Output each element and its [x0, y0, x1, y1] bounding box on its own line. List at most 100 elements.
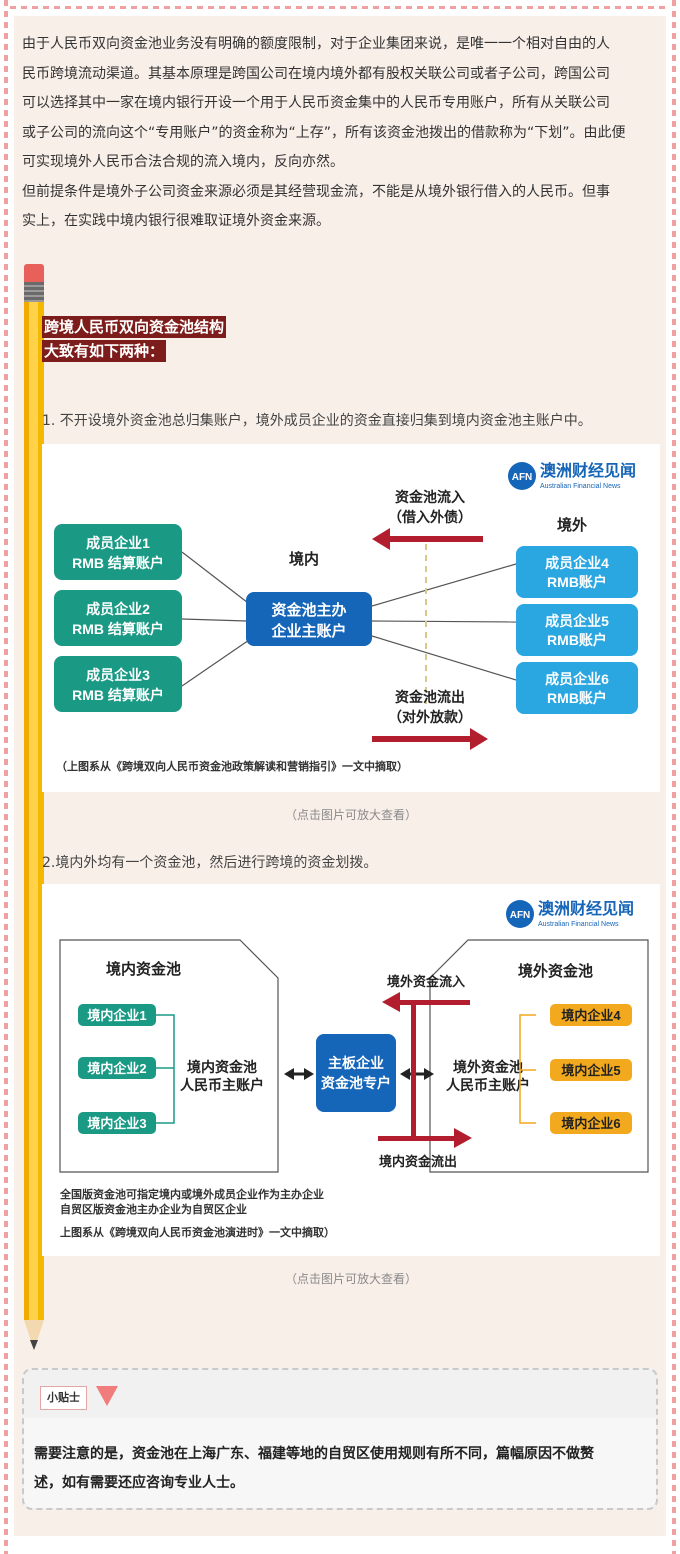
logo-subtitle: Australian Financial News — [538, 921, 619, 928]
overseas-member-5 — [550, 1059, 632, 1081]
inflow-arrow-shaft — [387, 536, 483, 542]
top-border — [10, 6, 670, 9]
inflow-sublabel: （借入外债） — [388, 509, 472, 525]
tip-tag: 小贴士 — [40, 1386, 87, 1410]
member-box-6-name: 成员企业6 — [545, 671, 609, 687]
inflow-arrow-icon — [372, 528, 390, 550]
pencil-eraser — [24, 264, 44, 282]
overseas-member-4 — [550, 1004, 632, 1026]
connector-line — [371, 563, 517, 607]
diagram-1-source: （上图系从《跨境双向人民币资金池政策解读和营销指引》一文中摘取） — [56, 759, 408, 773]
afn-logo-icon — [508, 462, 536, 490]
connector-line — [371, 620, 517, 623]
member-box-3 — [54, 656, 182, 712]
flow-vertical-bar — [411, 1000, 416, 1140]
domestic-member-1-label: 境内企业1 — [87, 1008, 146, 1023]
member-box-1 — [54, 524, 182, 580]
connector-line — [371, 635, 517, 681]
member-box-1-account: RMB 结算账户 — [72, 555, 164, 571]
member-box-6-account: RMB账户 — [547, 690, 607, 706]
member-box-5-account: RMB账户 — [547, 632, 607, 648]
tip-text: 需要注意的是，资金池在上海广东、福建等地的自贸区使用规则有所不同，篇幅原因不做赘… — [34, 1440, 650, 1498]
intro-line: 可实现境外人民币合法合规的流入境内，反向亦然。 — [22, 154, 344, 170]
member-box-1-name: 成员企业1 — [86, 535, 150, 551]
left-border — [4, 0, 8, 1554]
overseas-member-4-label: 境内企业4 — [561, 1008, 621, 1023]
connector-line — [181, 618, 248, 622]
image-caption-1: （点击图片可放大查看） — [284, 808, 417, 822]
domestic-member-1 — [78, 1004, 156, 1026]
tip-line: 需要注意的是，资金池在上海广东、福建等地的自贸区使用规则有所不同，篇幅原因不做赘 — [34, 1446, 594, 1462]
member-box-2 — [54, 590, 182, 646]
domestic-pool-title: 境内资金池 — [106, 960, 181, 978]
outflow-arrow-icon — [454, 1128, 472, 1148]
connector-line — [181, 551, 253, 607]
member-box-5 — [516, 604, 638, 656]
outflow-sublabel: （对外放款） — [388, 709, 472, 725]
inflow-arrow-shaft — [398, 1000, 470, 1005]
member-box-4-name: 成员企业4 — [545, 555, 609, 571]
overseas-member-5-label: 境内企业5 — [561, 1063, 620, 1078]
center-account-line2: 企业主账户 — [270, 622, 346, 640]
overseas-member-6-label: 境内企业6 — [561, 1116, 620, 1131]
connector-line — [181, 637, 253, 687]
overseas-member-6 — [550, 1112, 632, 1134]
pencil-lead — [30, 1340, 38, 1350]
member-box-2-account: RMB 结算账户 — [72, 621, 164, 637]
domestic-member-3-label: 境内企业3 — [87, 1116, 146, 1131]
structure-item-1: 1. 不开设境外资金池总归集账户，境外成员企业的资金直接归集到境内资金池主账户中… — [42, 413, 592, 429]
overseas-bracket — [519, 1014, 536, 1124]
section-heading: 跨境人民币双向资金池结构 — [42, 316, 227, 338]
right-border — [672, 0, 676, 1554]
overseas-label: 境外 — [557, 516, 587, 534]
member-box-3-account: RMB 结算账户 — [72, 687, 164, 703]
domestic-account-line1: 境内资金池 — [187, 1059, 257, 1075]
domestic-bracket — [156, 1014, 175, 1124]
center-account-line1: 资金池主办 — [271, 601, 346, 619]
intro-line: 或子公司的流向这个“专用账户”的资金称为“上存”，所有该资金池拨出的借款称为“下… — [22, 124, 626, 141]
diagram-1[interactable]: AFN 澳洲财经见闻 Australian Financial News 资金池… — [42, 444, 660, 792]
intro-line: 民币跨境流动渠道。其基本原理是跨国公司在境内境外都有股权关联公司或者子公司，跨国… — [22, 65, 610, 82]
diagram-2[interactable]: AFN 澳洲财经见闻 Australian Financial News 境内资… — [42, 884, 660, 1256]
inflow-label: 资金池流入 — [395, 489, 465, 505]
pencil-band — [24, 282, 44, 302]
tip-box-body — [24, 1418, 656, 1508]
image-caption-2: （点击图片可放大查看） — [284, 1272, 417, 1286]
outflow-label: 资金池流出 — [395, 689, 465, 705]
pencil-tip — [24, 1320, 44, 1350]
intro-line: 可以选择其中一家在境内银行开设一个用于人民币资金集中的人民币专用账户，所有从关联… — [22, 95, 610, 111]
overseas-account-line1: 境外资金池 — [453, 1059, 523, 1075]
tip-tag-triangle-icon — [96, 1386, 118, 1406]
intro-line: 实上，在实践中境内银行很难取证境外资金来源。 — [22, 213, 330, 229]
domestic-outflow-label: 境内资金流出 — [379, 1154, 457, 1169]
outflow-arrow-icon — [470, 728, 488, 750]
member-box-4-account: RMB账户 — [547, 574, 607, 590]
section-subheading: 大致有如下两种： — [42, 340, 167, 362]
overseas-inflow-label: 境外资金流入 — [387, 974, 465, 989]
intro-paragraph: 由于人民币双向资金池业务没有明确的额度限制，对于企业集团来说，是唯一一个相对自由… — [22, 30, 662, 237]
exchange-arrowhead — [304, 1068, 314, 1080]
logo-name: 澳洲财经见闻 — [540, 461, 636, 480]
center-account-box — [246, 592, 372, 646]
overseas-pool-title: 境外资金池 — [518, 962, 593, 980]
structure-item-2: 2.境内外均有一个资金池，然后进行跨境的资金划拨。 — [42, 855, 378, 871]
diagram-2-source: 上图系从《跨境双向人民币资金池演进时》一文中摘取） — [60, 1225, 335, 1239]
afn-logo-mark: AFN — [512, 472, 533, 483]
connector-lines — [181, 551, 517, 687]
tip-box: 小贴士 需要注意的是，资金池在上海广东、福建等地的自贸区使用规则有所不同，篇幅原… — [22, 1368, 658, 1510]
afn-logo-icon — [506, 900, 534, 928]
overseas-account-line2: 人民币主账户 — [446, 1077, 530, 1093]
intro-line: 由于人民币双向资金池业务没有明确的额度限制，对于企业集团来说，是唯一一个相对自由… — [22, 36, 610, 52]
exchange-arrowhead — [284, 1068, 294, 1080]
intro-line: 但前提条件是境外子公司资金来源必须是其经营现金流，不能是从境外银行借入的人民币。… — [22, 183, 610, 200]
member-box-4 — [516, 546, 638, 598]
exchange-arrowhead — [400, 1068, 410, 1080]
domestic-member-2 — [78, 1057, 156, 1079]
member-box-3-name: 成员企业3 — [86, 667, 150, 683]
member-box-5-name: 成员企业5 — [545, 613, 609, 629]
outflow-arrow-shaft — [372, 736, 472, 742]
diagram-2-note-1: 全国版资金池可指定境内或境外成员企业作为主办企业 — [59, 1187, 324, 1201]
member-box-2-name: 成员企业2 — [86, 601, 150, 617]
domestic-account-line2: 人民币主账户 — [180, 1077, 264, 1093]
diagram-1-svg: AFN 澳洲财经见闻 Australian Financial News 资金池… — [54, 461, 638, 773]
